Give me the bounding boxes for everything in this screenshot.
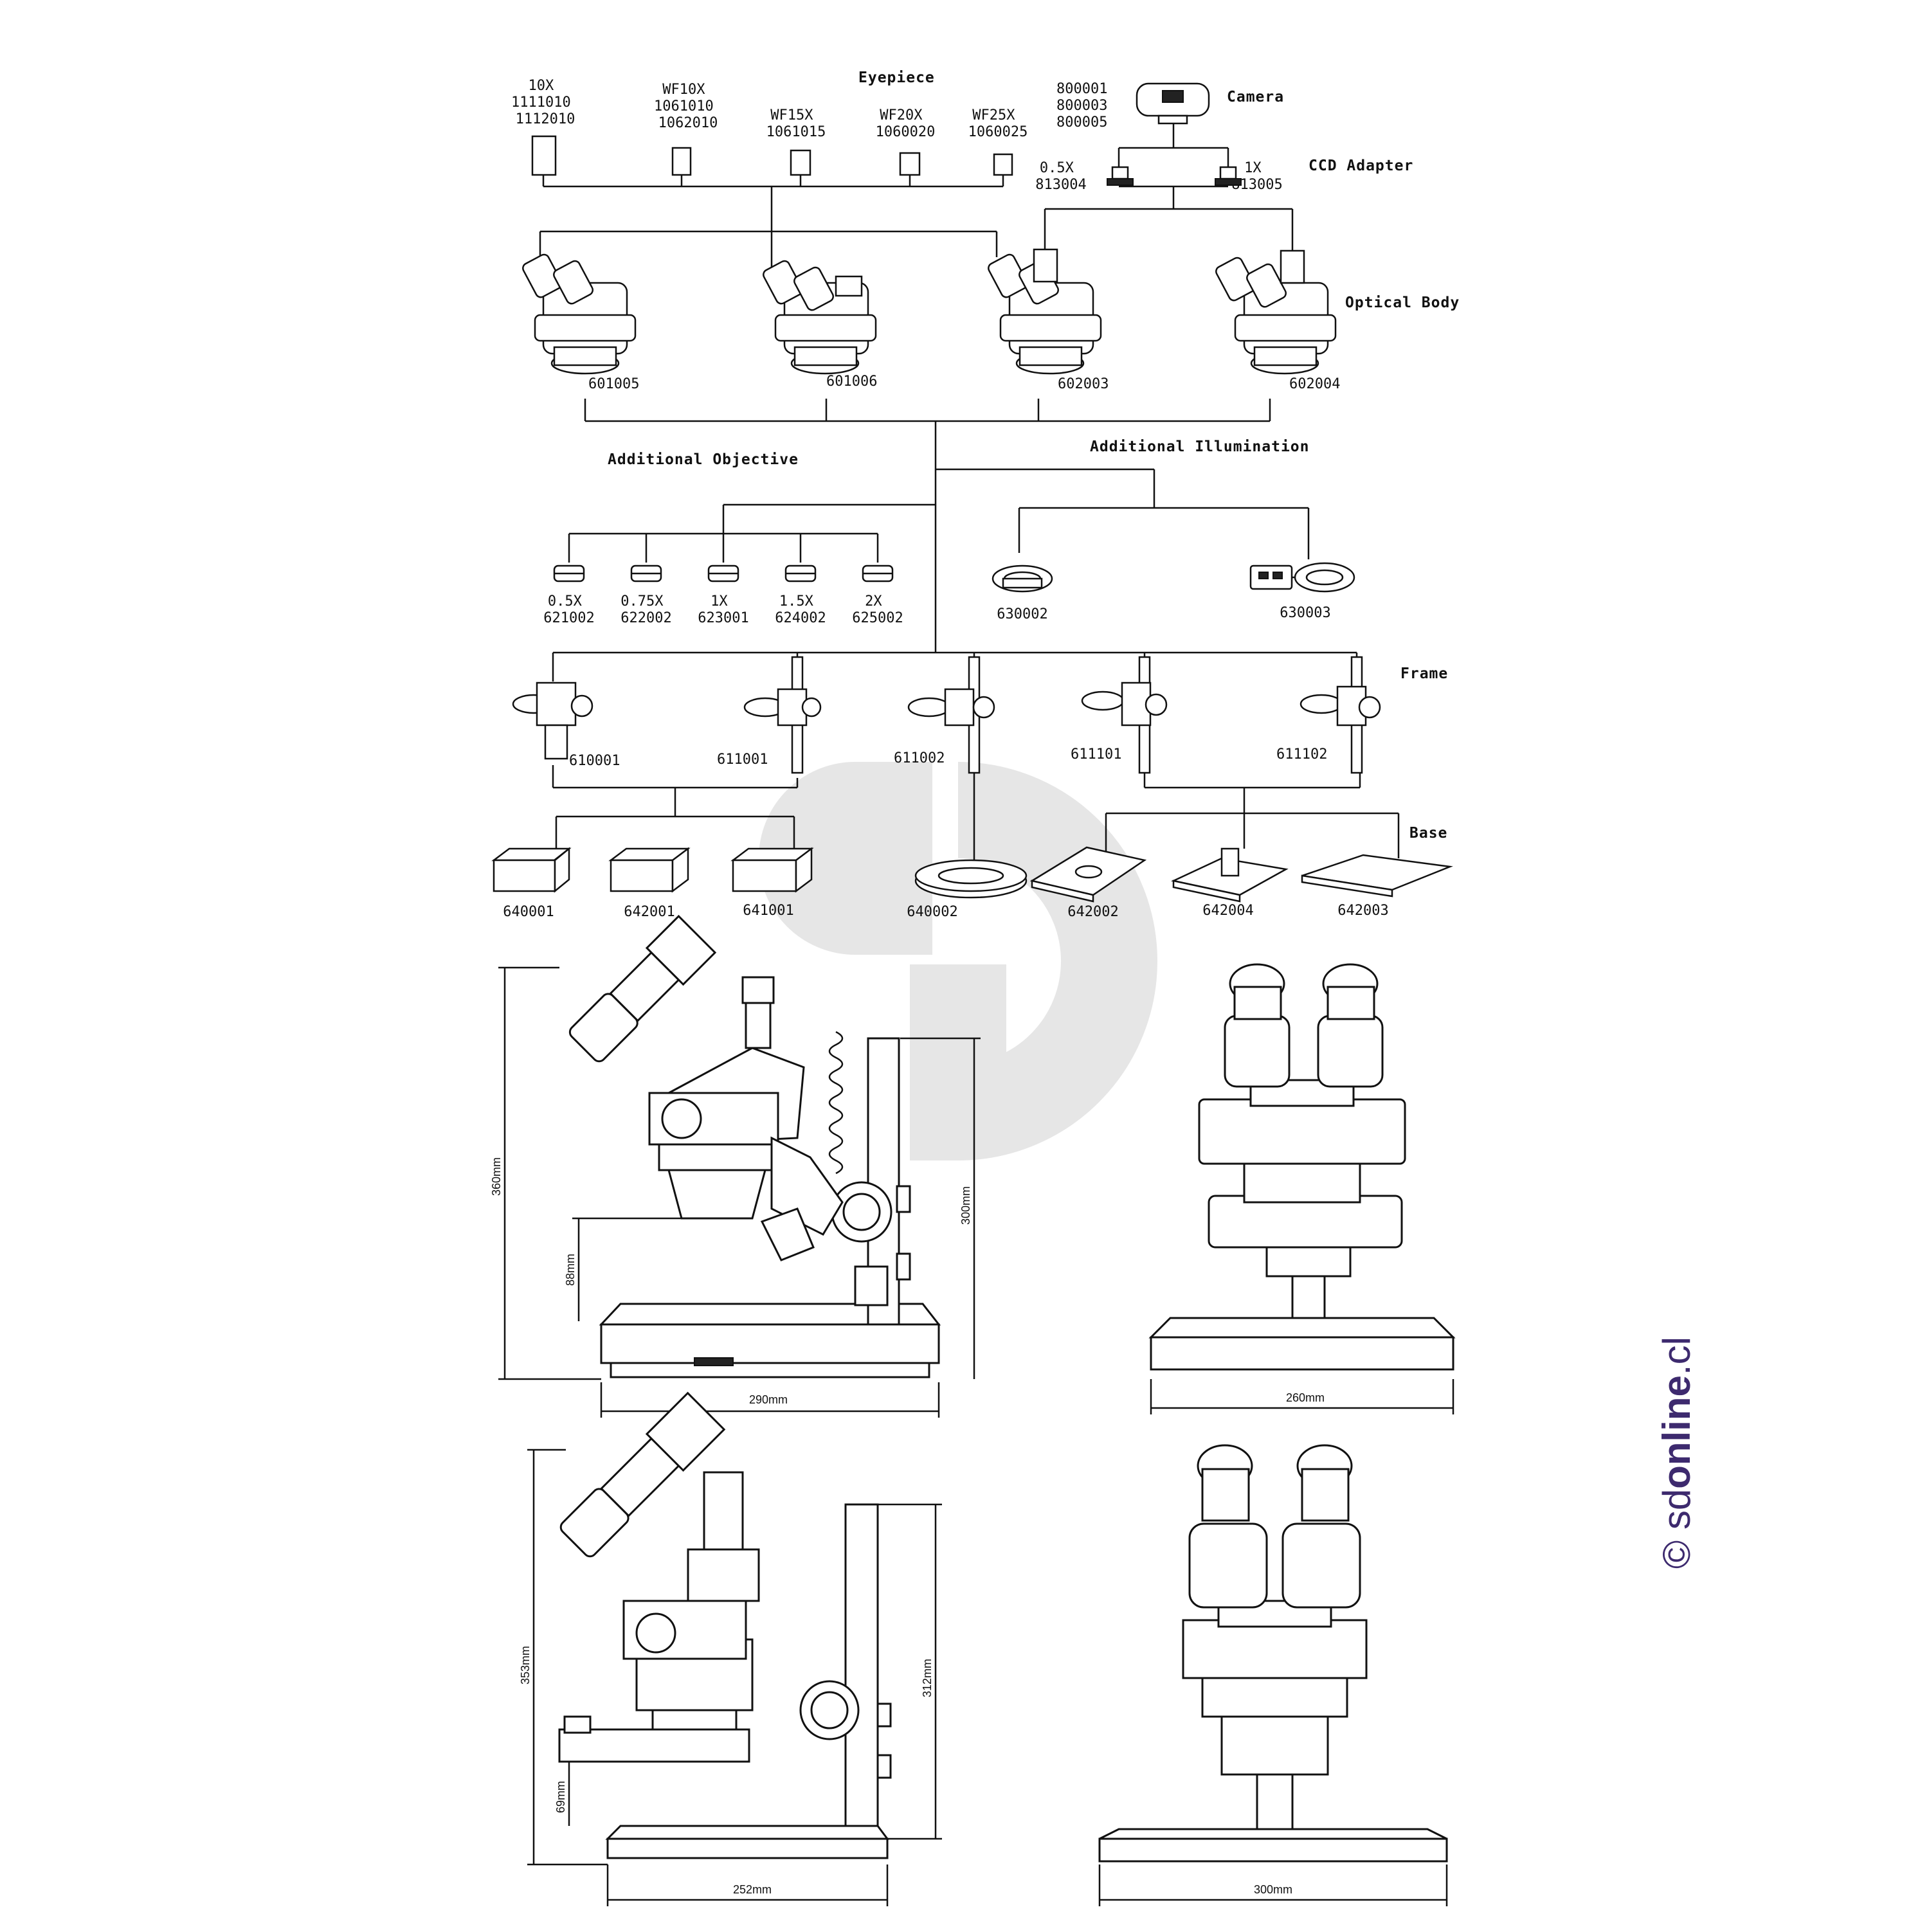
front-view-drawing-2 <box>1098 1444 1448 1906</box>
dim-stage: 69mm <box>554 1781 567 1813</box>
base-641001-icon <box>730 847 814 893</box>
objective-item: 1.5X 624002 <box>775 593 826 626</box>
objective-2x-icon <box>862 564 894 582</box>
camera-codes: 800001 800003 800005 <box>1056 81 1116 131</box>
objective-1x-icon <box>707 564 739 582</box>
additional-objective-heading: Additional Objective <box>608 451 799 468</box>
connector-lines <box>539 122 1400 865</box>
base-label: 642001 <box>624 904 675 920</box>
frame-label: 611101 <box>1071 746 1121 763</box>
dim-pillar: 312mm <box>921 1659 934 1697</box>
dim-width: 300mm <box>1254 1883 1292 1896</box>
base-label: 642003 <box>1337 903 1388 919</box>
illumination-label: 630002 <box>997 606 1047 622</box>
ccd-adapter-heading: CCD Adapter <box>1309 158 1413 174</box>
objective-item: 1X 623001 <box>698 593 748 626</box>
optical-body-label: 601006 <box>826 374 877 390</box>
dim-height: 353mm <box>519 1646 532 1684</box>
eyepiece-item: WF15X 1061015 <box>766 107 826 140</box>
objective-15x-icon <box>784 564 817 582</box>
dim-width: 252mm <box>733 1883 772 1896</box>
ccd-adapter-05x-icon <box>1107 166 1134 186</box>
objective-item: 2X 625002 <box>852 593 903 626</box>
dim-width: 260mm <box>1286 1391 1325 1404</box>
eyepiece-group: 10X 1111010 1112010 WF10X 1061010 106201… <box>511 78 1028 176</box>
ring-light-630002-icon <box>992 564 1053 593</box>
frame-label: 611002 <box>894 750 945 766</box>
ccd-adapter-item: 0.5X 813004 <box>1035 160 1086 193</box>
frame-label: 611102 <box>1276 746 1327 763</box>
base-label: 642002 <box>1067 904 1118 920</box>
optical-body-label: 602003 <box>1058 376 1109 392</box>
eyepiece-wf25x-icon <box>993 153 1013 176</box>
base-640002-icon <box>914 859 1028 899</box>
dim-pillar: 300mm <box>959 1186 972 1225</box>
base-label: 640001 <box>503 904 554 920</box>
camera-group: 800001 800003 800005 <box>1056 81 1210 131</box>
optical-body-602004-icon <box>1215 249 1337 375</box>
optical-body-601006-icon <box>763 260 877 375</box>
ring-light-630003-icon <box>1249 562 1355 593</box>
eyepiece-10x-icon <box>531 135 557 176</box>
optical-body-label: 601005 <box>588 376 639 392</box>
base-group: 640001 642001 641001 640002 642002 <box>491 846 1453 920</box>
eyepiece-wf15x-icon <box>790 149 811 176</box>
base-640001-icon <box>491 847 572 893</box>
eyepiece-wf10x-icon <box>671 147 692 176</box>
objective-05x-icon <box>553 564 585 582</box>
frame-heading: Frame <box>1400 665 1448 682</box>
objective-group: 0.5X 621002 0.75X 622002 1X 623001 1.5X … <box>543 564 903 626</box>
eyepiece-wf20x-icon <box>899 152 921 176</box>
frame-611102-icon <box>1300 656 1381 774</box>
eyepiece-item: WF20X 1060020 <box>876 107 936 140</box>
base-heading: Base <box>1409 825 1447 842</box>
watermark-text: © sdonline.cl <box>1655 1337 1698 1569</box>
base-642004-icon <box>1171 847 1289 903</box>
camera-heading: Camera <box>1227 89 1284 105</box>
additional-illumination-heading: Additional Illumination <box>1090 438 1310 455</box>
frame-611002-icon <box>907 656 995 774</box>
base-label: 642004 <box>1202 903 1253 919</box>
illumination-group: 630002 630003 <box>992 562 1355 622</box>
base-label: 641001 <box>743 903 793 919</box>
ccd-adapter-1x-icon <box>1215 166 1242 186</box>
frame-611101-icon <box>1081 656 1168 774</box>
objective-item: 0.75X 622002 <box>620 593 671 626</box>
base-642003-icon <box>1301 854 1453 898</box>
objective-075x-icon <box>630 564 662 582</box>
frame-611001-icon <box>743 656 822 774</box>
optical-body-group: 601005 601006 602003 <box>522 248 1340 392</box>
dim-stage: 88mm <box>564 1254 577 1286</box>
objective-item: 0.5X 621002 <box>543 593 594 626</box>
ccd-adapter-group: 0.5X 813004 1X 813005 <box>1035 160 1282 193</box>
frame-610001-icon <box>512 682 593 760</box>
base-642002-icon <box>1029 846 1147 903</box>
eyepiece-item: 10X 1111010 1112010 <box>511 78 579 127</box>
base-label: 640002 <box>907 904 957 920</box>
eyepiece-heading: Eyepiece <box>858 69 935 86</box>
eyepiece-item: WF10X 1061010 1062010 <box>654 82 722 131</box>
optical-body-602003-icon <box>988 248 1102 375</box>
sd-logo-watermark <box>759 762 1157 1161</box>
dim-width: 290mm <box>749 1393 788 1406</box>
illumination-label: 630003 <box>1280 605 1330 621</box>
optical-body-601005-icon <box>522 253 637 375</box>
base-642001-icon <box>608 847 691 893</box>
dim-height: 360mm <box>490 1157 503 1196</box>
frame-label: 611001 <box>717 752 768 768</box>
frame-label: 610001 <box>569 753 620 769</box>
front-view-drawing-1 <box>1148 963 1456 1414</box>
frame-group: 610001 611001 611002 611101 <box>512 656 1381 774</box>
optical-body-heading: Optical Body <box>1345 294 1460 311</box>
optical-body-label: 602004 <box>1289 376 1340 392</box>
side-view-drawing-2 <box>527 1391 942 1906</box>
ccd-adapter-item: 1X 813005 <box>1231 160 1282 193</box>
side-view-drawing-1 <box>498 914 981 1418</box>
eyepiece-item: WF25X 1060025 <box>968 107 1028 140</box>
